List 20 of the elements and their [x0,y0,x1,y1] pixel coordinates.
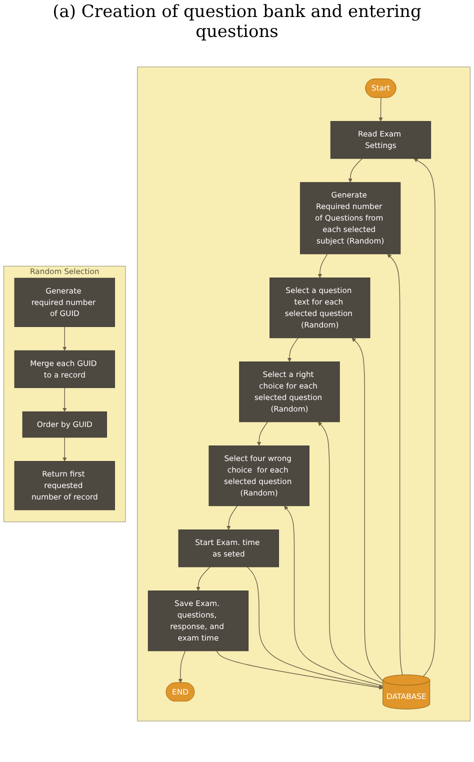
arrow [196,566,210,591]
arrow [348,158,363,183]
arrow [62,326,67,351]
arrow [318,422,384,684]
arrow [256,422,268,446]
arrow [62,387,67,412]
arrow [284,506,384,686]
arrow [378,97,383,122]
arrow [178,650,186,684]
figure-label: (a) Creation of question bank and entering questions [52,2,422,42]
cluster [137,66,470,722]
arrow [62,437,67,462]
arrow [287,338,298,362]
arrow [216,650,384,690]
arrow [387,254,403,676]
arrow [246,566,384,689]
arrow [414,158,436,677]
arrow [352,338,384,682]
arrow [226,506,238,530]
arrow [318,254,328,278]
